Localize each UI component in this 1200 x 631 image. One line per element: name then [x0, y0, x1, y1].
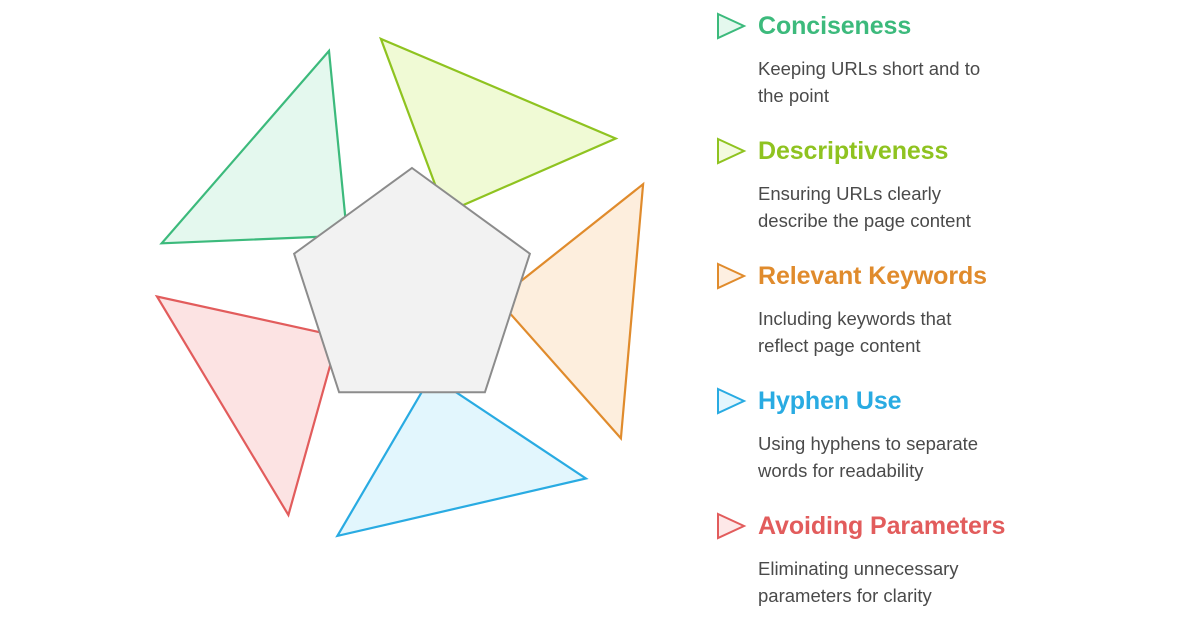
- play-triangle-icon: [717, 137, 747, 165]
- legend-description: Eliminating unnecessary parameters for c…: [758, 555, 1058, 609]
- legend-desc-line-2: describe the page content: [758, 210, 971, 231]
- legend-desc-line-1: Using hyphens to separate: [758, 433, 979, 454]
- legend-title: Conciseness: [758, 12, 912, 40]
- legend-item-hyphen-use[interactable]: Hyphen Use Using hyphens to separate wor…: [700, 381, 1200, 506]
- play-triangle-icon: [717, 512, 747, 540]
- legend-item-relevant-keywords[interactable]: Relevant Keywords Including keywords tha…: [700, 256, 1200, 381]
- legend-title: Avoiding Parameters: [758, 512, 1006, 540]
- diagram-canvas: [154, 36, 645, 538]
- legend-desc-line-1: Eliminating unnecessary: [758, 558, 959, 579]
- legend-description: Including keywords that reflect page con…: [758, 305, 1058, 359]
- petal-group: [154, 36, 645, 538]
- legend-desc-line-2: the point: [758, 85, 829, 106]
- legend-desc-line-1: Including keywords that: [758, 308, 952, 329]
- legend-title: Descriptiveness: [758, 137, 949, 165]
- petal-triangle-avoiding-parameters[interactable]: [154, 294, 340, 518]
- legend-list: Conciseness Keeping URLs short and to th…: [700, 0, 1200, 628]
- legend-item-avoiding-parameters[interactable]: Avoiding Parameters Eliminating unnecess…: [700, 506, 1200, 631]
- play-triangle-icon: [717, 12, 747, 40]
- legend-header: Hyphen Use: [714, 381, 1200, 421]
- legend-title: Hyphen Use: [758, 387, 902, 415]
- petal-triangle-descriptiveness[interactable]: [378, 36, 619, 215]
- petal-triangle-relevant-keywords[interactable]: [496, 181, 645, 441]
- legend-desc-line-2: words for readability: [758, 460, 924, 481]
- pinwheel-diagram: [154, 36, 645, 538]
- legend-header: Relevant Keywords: [714, 256, 1200, 296]
- legend-desc-line-1: Keeping URLs short and to: [758, 58, 981, 79]
- legend-desc-line-2: reflect page content: [758, 335, 921, 356]
- legend-item-conciseness[interactable]: Conciseness Keeping URLs short and to th…: [700, 6, 1200, 131]
- legend-item-descriptiveness[interactable]: Descriptiveness Ensuring URLs clearly de…: [700, 131, 1200, 256]
- legend-title: Relevant Keywords: [758, 262, 987, 290]
- petal-triangle-hyphen-use[interactable]: [335, 374, 589, 538]
- legend-desc-line-1: Ensuring URLs clearly: [758, 183, 942, 204]
- play-triangle-icon: [717, 262, 747, 290]
- legend-description: Keeping URLs short and to the point: [758, 55, 1058, 109]
- legend-description: Using hyphens to separate words for read…: [758, 430, 1058, 484]
- play-triangle-icon: [717, 387, 747, 415]
- legend-description: Ensuring URLs clearly describe the page …: [758, 180, 1058, 234]
- legend-header: Avoiding Parameters: [714, 506, 1200, 546]
- legend-header: Descriptiveness: [714, 131, 1200, 171]
- legend-desc-line-2: parameters for clarity: [758, 585, 932, 606]
- legend-header: Conciseness: [714, 6, 1200, 46]
- petal-triangle-conciseness[interactable]: [159, 48, 349, 245]
- center-pentagon: [292, 166, 532, 394]
